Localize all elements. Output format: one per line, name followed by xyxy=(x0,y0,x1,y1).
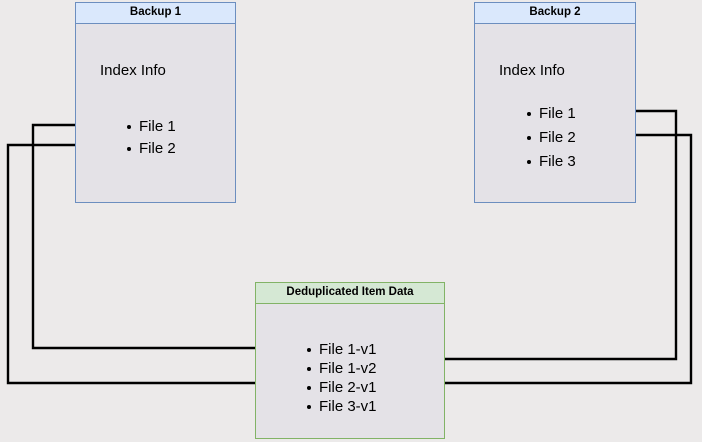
deduplicated-item-label: File 1-v2 xyxy=(319,360,377,377)
list-item: File 3 xyxy=(526,150,576,174)
deduplicated-item-data-node: Deduplicated Item Data File 1-v1 File 1-… xyxy=(255,282,445,439)
backup-1-header: Backup 1 xyxy=(76,3,235,24)
backup-2-header: Backup 2 xyxy=(475,3,635,24)
deduplicated-item-list: File 1-v1 File 1-v2 File 2-v1 File 3-v1 xyxy=(306,340,377,416)
deduplicated-item-label: File 2-v1 xyxy=(319,379,377,396)
backup-1-file-list: File 1 File 2 xyxy=(126,116,176,160)
list-item: File 3-v1 xyxy=(306,397,377,416)
backup-1-file-label: File 2 xyxy=(139,140,176,157)
deduplicated-item-label: File 1-v1 xyxy=(319,341,377,358)
list-item: File 2 xyxy=(526,126,576,150)
backup-2-file-label: File 1 xyxy=(539,105,576,122)
backup-2-file-label: File 2 xyxy=(539,129,576,146)
list-item: File 1 xyxy=(526,102,576,126)
list-item: File 1-v1 xyxy=(306,340,377,359)
backup-2-node: Backup 2 Index Info File 1 File 2 File 3 xyxy=(474,2,636,203)
backup-1-section-label: Index Info xyxy=(100,62,166,79)
list-item: File 1 xyxy=(126,116,176,138)
deduplicated-item-label: File 3-v1 xyxy=(319,398,377,415)
backup-1-file-label: File 1 xyxy=(139,118,176,135)
list-item: File 1-v2 xyxy=(306,359,377,378)
deduplicated-item-data-header: Deduplicated Item Data xyxy=(256,283,444,304)
list-item: File 2 xyxy=(126,138,176,160)
backup-1-node: Backup 1 Index Info File 1 File 2 xyxy=(75,2,236,203)
backup-2-file-label: File 3 xyxy=(539,153,576,170)
backup-2-file-list: File 1 File 2 File 3 xyxy=(526,102,576,174)
list-item: File 2-v1 xyxy=(306,378,377,397)
backup-2-section-label: Index Info xyxy=(499,62,565,79)
